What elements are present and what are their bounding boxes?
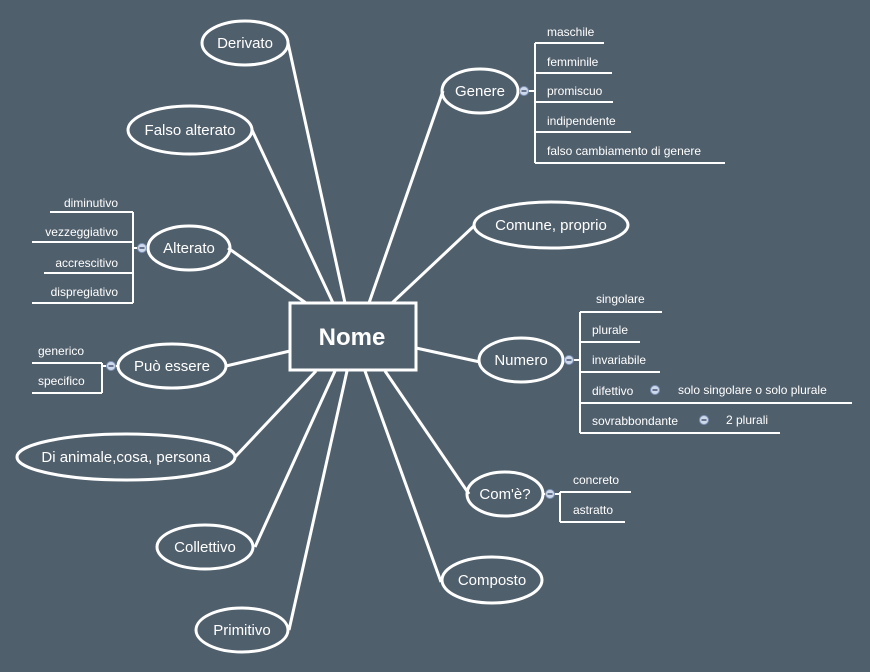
genere-branch: maschile femminile promiscuo indipendent… <box>518 25 725 164</box>
topic-come[interactable]: Com'è? <box>465 470 545 518</box>
come-branch: concreto astratto <box>543 473 631 523</box>
leaf-concreto: concreto <box>573 473 619 487</box>
alterato-branch: diminutivo vezzeggiativo accrescitivo di… <box>32 196 148 304</box>
leaf-femminile: femminile <box>547 55 599 69</box>
leaf-invariabile: invariabile <box>592 353 646 367</box>
topic-derivato[interactable]: Derivato <box>200 19 290 67</box>
topic-falso-alterato-label: Falso alterato <box>145 122 236 139</box>
topic-comune-proprio[interactable]: Comune, proprio <box>472 200 630 250</box>
root-connectors <box>225 42 481 631</box>
topic-comune-label: Comune, proprio <box>495 217 607 234</box>
collapse-toggle-puo-essere[interactable] <box>106 361 116 371</box>
topic-puo-essere[interactable]: Può essere <box>116 342 228 390</box>
leaf-solo-singolare-plurale: solo singolare o solo plurale <box>678 383 827 397</box>
numero-branch: singolare plurale invariabile difettivo … <box>563 292 852 434</box>
leaf-accrescitivo: accrescitivo <box>55 256 118 270</box>
topic-alterato-label: Alterato <box>163 240 215 257</box>
topic-puo-essere-label: Può essere <box>134 358 210 375</box>
topic-primitivo-label: Primitivo <box>213 622 271 639</box>
root-title: Nome <box>319 324 386 351</box>
collapse-toggle-difettivo[interactable] <box>650 385 660 395</box>
topic-collettivo[interactable]: Collettivo <box>155 523 255 571</box>
puo-essere-branch: generico specifico <box>32 344 118 394</box>
collapse-toggle-genere[interactable] <box>519 86 529 96</box>
topic-animale-label: Di animale,cosa, persona <box>41 449 211 466</box>
leaf-maschile: maschile <box>547 25 595 39</box>
topic-primitivo[interactable]: Primitivo <box>194 606 290 654</box>
topic-genere-label: Genere <box>455 83 505 100</box>
topic-collettivo-label: Collettivo <box>174 539 236 556</box>
leaf-singolare: singolare <box>596 292 645 306</box>
topic-falso-alterato[interactable]: Falso alterato <box>126 104 254 156</box>
topic-numero[interactable]: Numero <box>477 336 565 384</box>
leaf-astratto: astratto <box>573 503 613 517</box>
topic-alterato[interactable]: Alterato <box>146 224 232 272</box>
topic-numero-label: Numero <box>494 352 547 369</box>
leaf-difettivo: difettivo <box>592 384 634 398</box>
leaf-plurale: plurale <box>592 323 628 337</box>
topic-composto[interactable]: Composto <box>440 555 544 605</box>
collapse-toggle-come[interactable] <box>545 489 555 499</box>
leaf-generico: generico <box>38 344 84 358</box>
leaf-dispregiativo: dispregiativo <box>51 285 119 299</box>
topic-come-label: Com'è? <box>479 486 530 503</box>
leaf-2-plurali: 2 plurali <box>726 413 768 427</box>
topic-composto-label: Composto <box>458 572 526 589</box>
leaf-falso-cambiamento: falso cambiamento di genere <box>547 144 701 158</box>
topic-genere[interactable]: Genere <box>440 67 520 115</box>
collapse-toggle-sovrabbondante[interactable] <box>699 415 709 425</box>
leaf-vezzeggiativo: vezzeggiativo <box>45 225 118 239</box>
leaf-indipendente: indipendente <box>547 114 616 128</box>
collapse-toggle-numero[interactable] <box>564 355 574 365</box>
leaf-promiscuo: promiscuo <box>547 84 603 98</box>
leaf-sovrabbondante: sovrabbondante <box>592 414 678 428</box>
leaf-specifico: specifico <box>38 374 85 388</box>
topic-derivato-label: Derivato <box>217 35 273 52</box>
root-node[interactable]: Nome <box>288 301 418 372</box>
topic-animale[interactable]: Di animale,cosa, persona <box>15 432 237 482</box>
leaf-diminutivo: diminutivo <box>64 196 118 210</box>
collapse-toggle-alterato[interactable] <box>137 243 147 253</box>
